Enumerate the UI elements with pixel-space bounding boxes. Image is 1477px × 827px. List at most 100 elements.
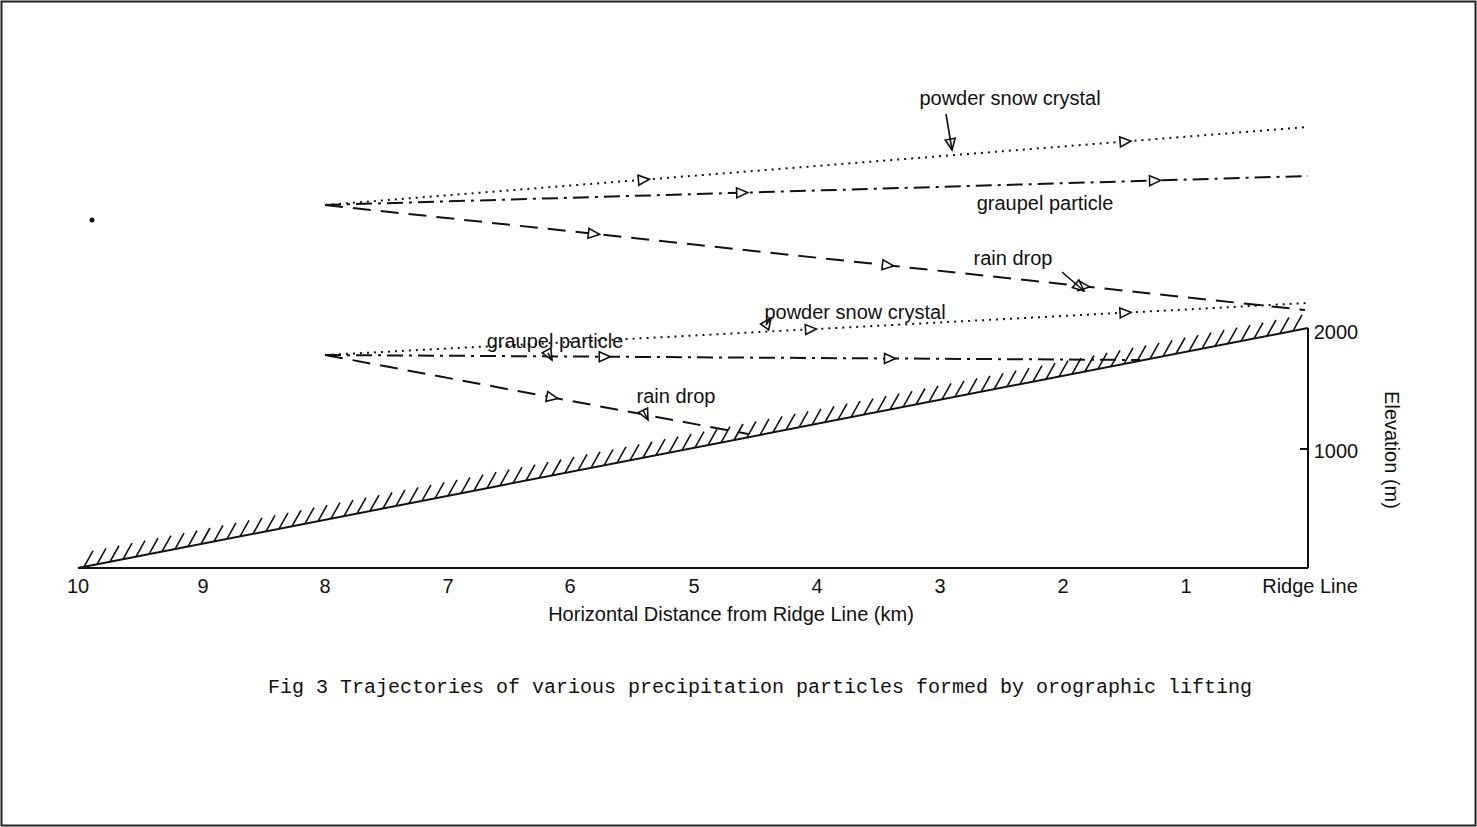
hatch-stroke <box>318 505 327 521</box>
arrowhead <box>599 352 610 362</box>
ground-slope <box>78 328 1308 568</box>
arrowhead <box>805 325 816 335</box>
tick-label: 6 <box>564 575 575 597</box>
hatch-stroke <box>760 419 769 435</box>
hatch-stroke <box>864 399 873 415</box>
hatch-stroke <box>331 503 340 519</box>
tick-label: 3 <box>934 575 945 597</box>
tick-label: 5 <box>688 575 699 597</box>
tick-label: 1 <box>1180 575 1191 597</box>
stray-dot <box>90 218 95 223</box>
hatch-stroke <box>487 472 496 488</box>
hatch-stroke <box>136 541 145 557</box>
hatch-stroke <box>1267 320 1276 336</box>
hatch-stroke <box>682 434 691 450</box>
hatch-stroke <box>890 394 899 410</box>
hatch-stroke <box>591 452 600 468</box>
hatch-stroke <box>188 531 197 547</box>
hatch-stroke <box>84 551 93 567</box>
hatch-stroke <box>669 437 678 453</box>
hatch-stroke <box>1033 366 1042 382</box>
hatch-stroke <box>214 525 223 541</box>
arrowhead <box>588 228 599 238</box>
hatch-stroke <box>474 475 483 491</box>
hatch-stroke <box>422 485 431 501</box>
hatch-stroke <box>1254 323 1263 339</box>
hatch-stroke <box>825 406 834 422</box>
hatch-stroke <box>552 460 561 476</box>
tick-label: 9 <box>197 575 208 597</box>
hatch-stroke <box>1202 333 1211 349</box>
hatch-stroke <box>1293 315 1302 331</box>
particle-label: graupel particle <box>977 192 1114 214</box>
figure-caption: Fig 3 Trajectories of various precipitat… <box>268 677 1252 699</box>
hatch-stroke <box>916 388 925 404</box>
hatch-stroke <box>253 518 262 534</box>
hatch-stroke <box>578 454 587 470</box>
tick-label: 1000 <box>1314 440 1359 462</box>
rain-trajectory <box>325 205 1305 310</box>
hatch-stroke <box>370 495 379 511</box>
graupel-trajectory <box>325 355 1140 360</box>
arrowhead <box>737 188 748 198</box>
hatch-stroke <box>279 513 288 529</box>
axis-end-label: Ridge Line <box>1262 575 1358 597</box>
hatch-stroke <box>812 409 821 425</box>
hatch-stroke <box>513 467 522 483</box>
tick-label: 10 <box>67 575 89 597</box>
hatch-stroke <box>1098 353 1107 369</box>
hatch-stroke <box>175 533 184 549</box>
tick-label: 7 <box>442 575 453 597</box>
arrowhead <box>1149 176 1160 186</box>
hatch-stroke <box>409 487 418 503</box>
hatch-stroke <box>240 520 249 536</box>
hatch-stroke <box>786 414 795 430</box>
hatch-stroke <box>1280 317 1289 333</box>
hatch-stroke <box>435 482 444 498</box>
hatch-stroke <box>1124 348 1133 364</box>
hatch-stroke <box>643 442 652 458</box>
axis-title: Elevation (m) <box>1381 391 1403 509</box>
hatch-stroke <box>656 439 665 455</box>
hatch-stroke <box>1241 325 1250 341</box>
axes <box>78 328 1308 568</box>
hatch-stroke <box>1085 356 1094 372</box>
hatch-stroke <box>1189 335 1198 351</box>
hatch-stroke <box>1111 350 1120 366</box>
hatch-stroke <box>604 449 613 465</box>
hatch-stroke <box>500 470 509 486</box>
particle-label: graupel particle <box>487 330 624 352</box>
hatch-stroke <box>396 490 405 506</box>
hatch-stroke <box>97 548 106 564</box>
hatch-stroke <box>630 444 639 460</box>
hatch-stroke <box>305 508 314 524</box>
tick-label: 8 <box>319 575 330 597</box>
arrowheads <box>542 137 1160 420</box>
hatch-stroke <box>695 432 704 448</box>
hatch-stroke <box>799 411 808 427</box>
hatch-stroke <box>1228 328 1237 344</box>
hatch-stroke <box>461 477 470 493</box>
hatch-stroke <box>981 376 990 392</box>
hatch-stroke <box>1150 343 1159 359</box>
hatch-stroke <box>123 543 132 559</box>
particle-label: rain drop <box>974 247 1053 269</box>
hatch-stroke <box>747 421 756 437</box>
hatch-stroke <box>448 480 457 496</box>
arrowhead <box>546 392 558 402</box>
hatch-stroke <box>708 429 717 445</box>
hatch-stroke <box>1163 340 1172 356</box>
hatch-stroke <box>1059 361 1068 377</box>
ground-hatching <box>84 315 1302 567</box>
snow-trajectory <box>325 127 1308 205</box>
hatch-stroke <box>903 391 912 407</box>
rain-trajectory <box>325 355 748 434</box>
arrowhead <box>1120 308 1131 318</box>
hatch-stroke <box>994 373 1003 389</box>
axis-title: Horizontal Distance from Ridge Line (km) <box>548 603 914 625</box>
arrowhead <box>1120 137 1131 147</box>
trajectories <box>325 127 1308 555</box>
hatch-stroke <box>617 447 626 463</box>
